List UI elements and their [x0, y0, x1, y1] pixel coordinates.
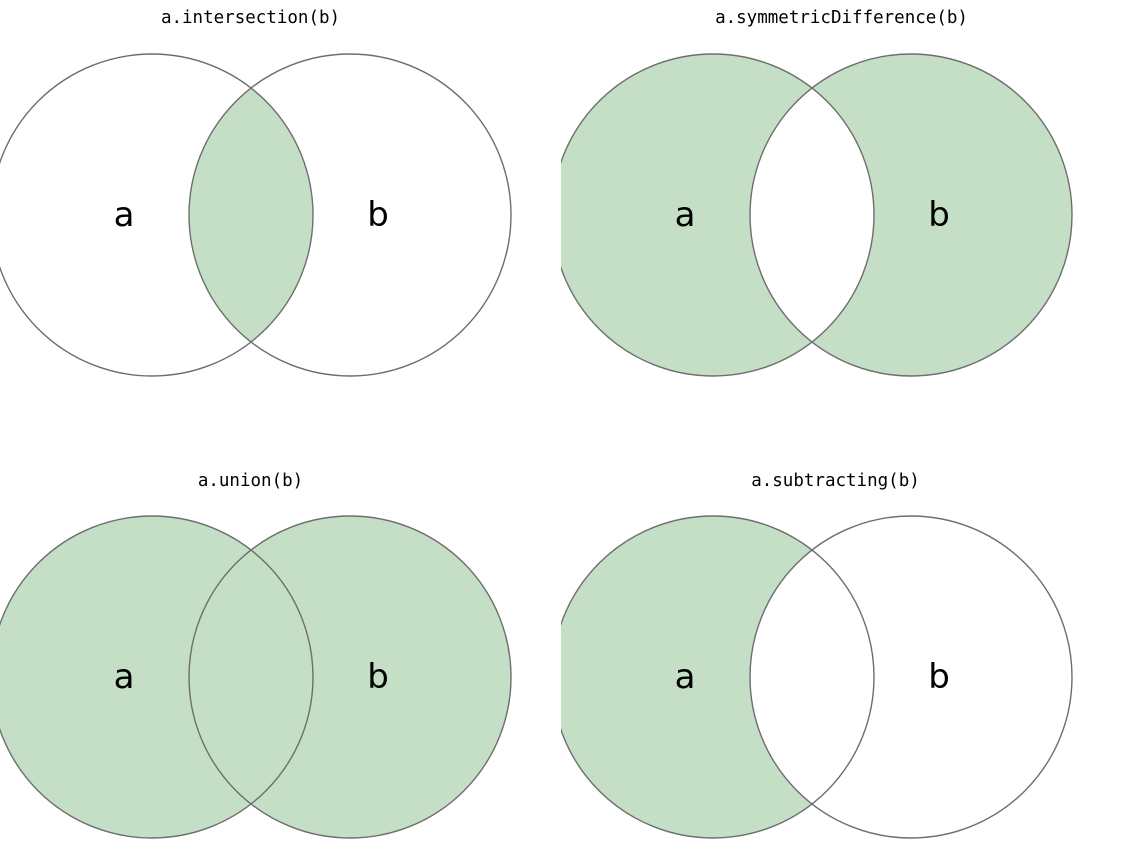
panel-title-subtracting: a.subtracting(b) — [751, 471, 920, 491]
circle-a — [0, 515, 314, 839]
region-a-and-b — [189, 54, 313, 376]
panel-union: a.union(b) a b — [0, 425, 561, 851]
set-label-a: a — [114, 657, 135, 697]
circle-a — [561, 53, 875, 377]
set-label-b: b — [928, 657, 950, 697]
venn-svg-symmetric-difference: a b — [561, 53, 1073, 377]
venn-svg-intersection: a b — [0, 53, 512, 377]
panel-subtracting: a.subtracting(b) a b — [561, 425, 1122, 851]
region-union — [0, 516, 511, 838]
panel-title-union: a.union(b) — [197, 471, 304, 491]
set-label-b: b — [367, 657, 389, 697]
venn-svg-union: a b — [0, 515, 512, 839]
set-label-a: a — [114, 195, 135, 235]
set-label-b: b — [928, 195, 950, 235]
panel-intersection: a.intersection(b) a b — [0, 0, 561, 425]
circle-b — [749, 53, 1073, 377]
venn-svg-subtracting: a b — [561, 515, 1073, 839]
circle-b — [749, 515, 1073, 839]
circle-a — [0, 53, 314, 377]
set-label-b: b — [367, 195, 389, 235]
panel-symmetric-difference: a.symmetricDifference(b) a b — [561, 0, 1122, 425]
circle-b — [188, 53, 512, 377]
circle-b — [188, 515, 512, 839]
region-a-only — [561, 516, 874, 838]
panel-title-symmetric-difference: a.symmetricDifference(b) — [715, 8, 968, 28]
set-label-a: a — [675, 657, 696, 697]
region-b-only — [750, 54, 1072, 376]
set-label-a: a — [675, 195, 696, 235]
panel-title-intersection: a.intersection(b) — [160, 8, 341, 28]
circle-a — [561, 515, 875, 839]
